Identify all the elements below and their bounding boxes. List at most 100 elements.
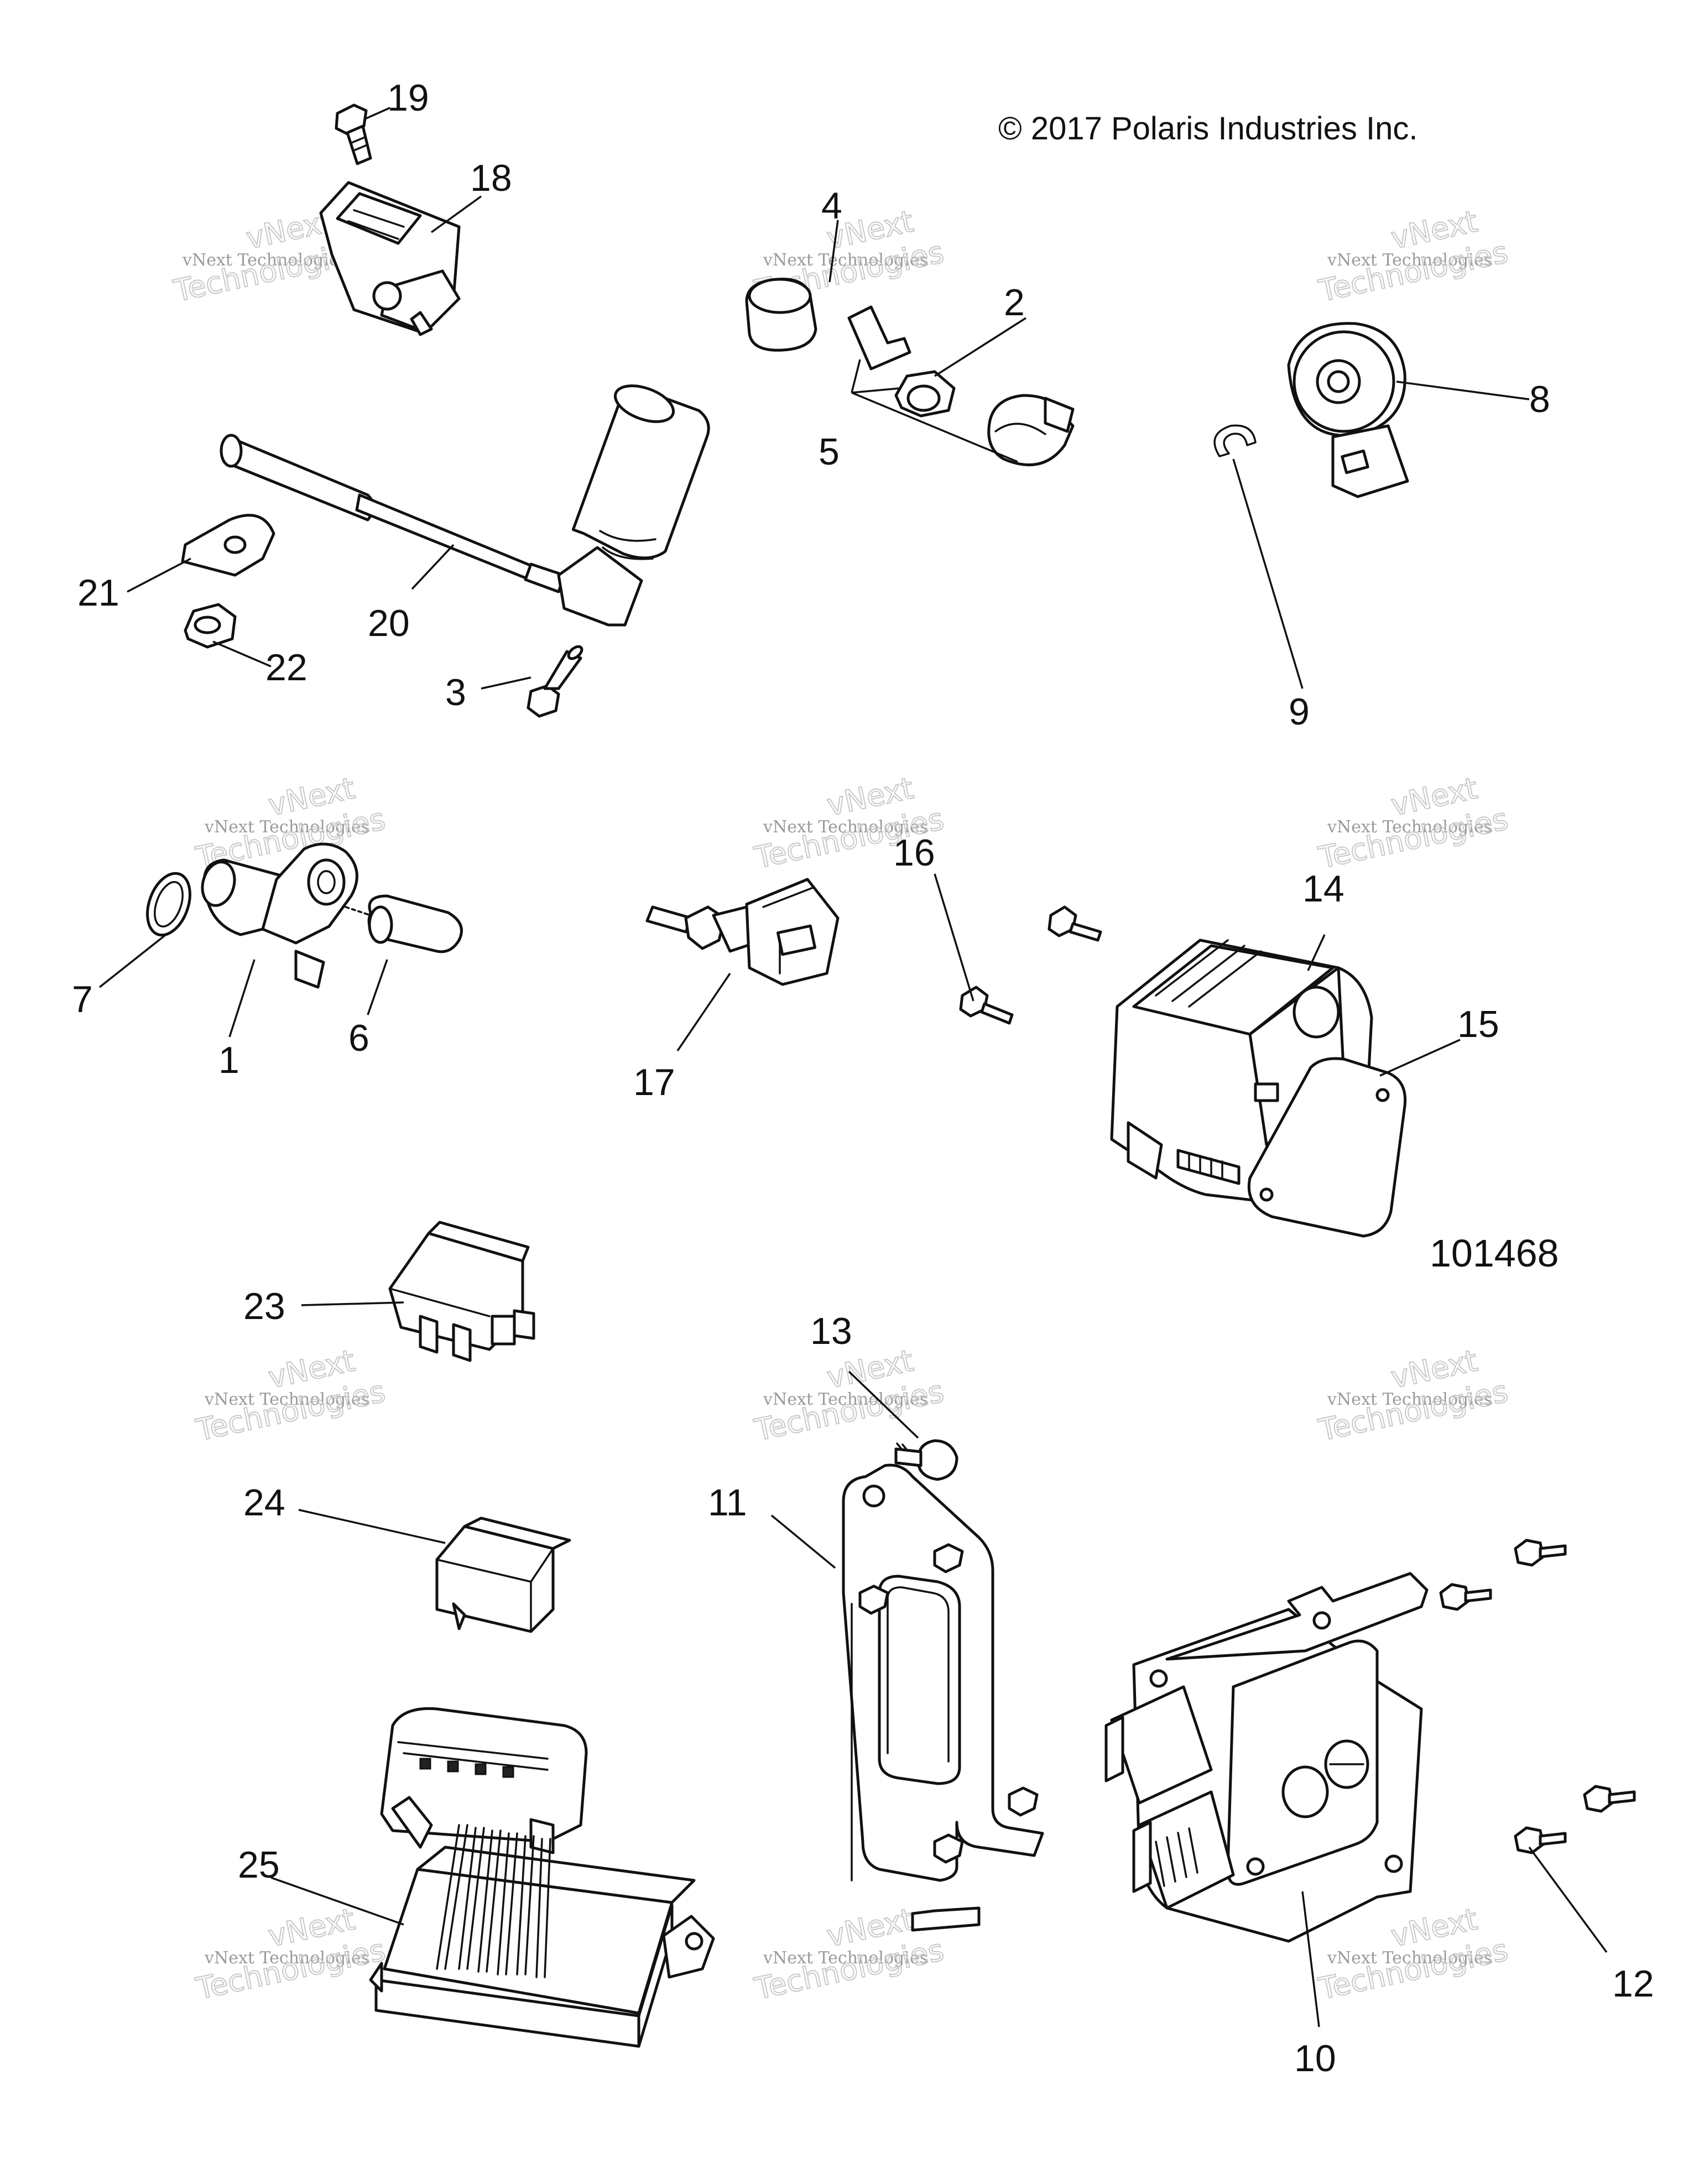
svg-text:vNext Technologies: vNext Technologies — [1327, 1390, 1492, 1409]
svg-text:vNext Technologies: vNext Technologies — [204, 1390, 369, 1409]
leader-22 — [212, 640, 272, 668]
part-12-screw-c[interactable] — [1583, 1785, 1636, 1813]
part-13-push-rivet[interactable] — [894, 1439, 958, 1481]
leader-11 — [770, 1514, 836, 1569]
leader-23 — [301, 1301, 404, 1306]
leader-15 — [1379, 1039, 1461, 1077]
part-1-cam-sensor[interactable] — [198, 842, 358, 989]
callout-25[interactable]: 25 — [238, 1844, 280, 1886]
svg-text:vNext Technologies: vNext Technologies — [1327, 251, 1492, 270]
watermark-12: vNext vNext Technologies Technologies — [1315, 1901, 1512, 2007]
callout-17[interactable]: 17 — [633, 1061, 675, 1103]
callout-1[interactable]: 1 — [218, 1039, 239, 1081]
leader-10 — [1301, 1891, 1320, 2027]
part-24-cover[interactable] — [435, 1516, 571, 1633]
part-7-o-ring[interactable] — [139, 868, 197, 941]
callout-23[interactable]: 23 — [243, 1285, 285, 1327]
callout-24[interactable]: 24 — [243, 1482, 285, 1524]
part-22-nut[interactable] — [184, 603, 237, 649]
svg-text:vNext Technologies: vNext Technologies — [182, 251, 347, 270]
part-8-knock-sensor[interactable] — [1287, 322, 1409, 498]
callout-16[interactable]: 16 — [893, 832, 935, 874]
callout-8[interactable]: 8 — [1529, 378, 1550, 420]
part-12-screw-b[interactable] — [1439, 1583, 1492, 1611]
part-20-speed-sensor[interactable] — [220, 379, 715, 627]
part-16-screw-b[interactable] — [1047, 905, 1102, 942]
callout-4[interactable]: 4 — [821, 185, 842, 227]
leader-17 — [676, 973, 731, 1051]
leader-20 — [411, 544, 455, 590]
leader-3 — [481, 676, 531, 690]
part-12-screw-a[interactable] — [1514, 1539, 1567, 1567]
callout-12[interactable]: 12 — [1612, 1963, 1654, 2005]
svg-text:vNext Technologies: vNext Technologies — [763, 817, 928, 837]
part-17-temp-sensor[interactable] — [645, 878, 840, 986]
leader-12 — [1528, 1846, 1608, 1953]
callout-9[interactable]: 9 — [1289, 691, 1310, 733]
part-12-screw-d[interactable] — [1514, 1826, 1567, 1854]
part-11-bracket[interactable] — [842, 1463, 1044, 1932]
part-18-map-sensor[interactable] — [319, 181, 461, 336]
callout-21[interactable]: 21 — [77, 572, 119, 614]
leader-21 — [127, 557, 191, 593]
watermark-2: vNext vNext Technologies Technologies — [751, 203, 947, 309]
part-5-sensor-kit[interactable] — [847, 305, 1075, 467]
watermark-8: vNext vNext Technologies Technologies — [751, 1342, 947, 1448]
callout-13[interactable]: 13 — [810, 1310, 852, 1352]
diagram-number: 101468 — [1430, 1232, 1559, 1275]
part-4-sleeve[interactable] — [745, 278, 817, 352]
svg-text:vNext Technologies: vNext Technologies — [763, 1390, 928, 1409]
leader-14 — [1307, 934, 1326, 971]
leader-18 — [430, 195, 482, 233]
svg-text:vNext Technologies: vNext Technologies — [204, 1948, 369, 1968]
leader-2 — [934, 317, 1026, 377]
callout-5[interactable]: 5 — [819, 431, 840, 473]
leader-13 — [848, 1370, 919, 1439]
part-21-clamp[interactable] — [181, 514, 275, 577]
callout-20[interactable]: 20 — [368, 602, 410, 644]
part-2-nut[interactable] — [894, 370, 956, 418]
watermark-10: vNext vNext Technologies Technologies — [192, 1901, 389, 2007]
part-6-spacer[interactable] — [367, 894, 463, 953]
callout-18[interactable]: 18 — [470, 157, 512, 199]
svg-text:vNext Technologies: vNext Technologies — [763, 1948, 928, 1968]
watermark-6: vNext vNext Technologies Technologies — [1315, 770, 1512, 876]
part-19-bolt[interactable] — [335, 103, 372, 165]
leader-6 — [367, 959, 388, 1015]
callout-22[interactable]: 22 — [265, 647, 308, 689]
leader-16 — [934, 873, 974, 1002]
callout-14[interactable]: 14 — [1302, 868, 1344, 910]
watermark-7: vNext vNext Technologies Technologies — [192, 1342, 389, 1448]
leader-9 — [1232, 458, 1304, 689]
callout-2[interactable]: 2 — [1004, 282, 1025, 324]
leader-19 — [364, 107, 390, 120]
part-23-relay[interactable] — [388, 1221, 535, 1362]
part-3-bolt[interactable] — [527, 644, 584, 718]
assembly-line-1-6 — [345, 906, 372, 916]
callout-15[interactable]: 15 — [1457, 1003, 1499, 1045]
leader-25 — [270, 1877, 404, 1926]
callout-7[interactable]: 7 — [72, 978, 93, 1020]
svg-text:vNext Technologies: vNext Technologies — [763, 251, 928, 270]
leader-8 — [1396, 380, 1530, 400]
leader-4 — [828, 220, 839, 283]
watermark-3: vNext vNext Technologies Technologies — [1315, 203, 1512, 309]
part-25-regulator[interactable] — [369, 1707, 715, 2048]
callout-6[interactable]: 6 — [348, 1017, 369, 1059]
callout-3[interactable]: 3 — [445, 671, 466, 713]
part-10-ecu[interactable] — [1104, 1572, 1429, 1943]
part-16-screw-a[interactable] — [959, 986, 1014, 1025]
callout-10[interactable]: 10 — [1294, 2037, 1336, 2079]
part-9-e-clip[interactable] — [1213, 424, 1257, 457]
leader-7 — [98, 934, 167, 988]
leader-1 — [228, 959, 256, 1038]
watermark-9: vNext vNext Technologies Technologies — [1315, 1342, 1512, 1448]
part-15-gasket[interactable] — [1247, 1057, 1407, 1238]
callout-11[interactable]: 11 — [708, 1482, 747, 1524]
svg-text:vNext Technologies: vNext Technologies — [1327, 817, 1492, 837]
callout-19[interactable]: 19 — [387, 77, 429, 119]
svg-text:vNext Technologies: vNext Technologies — [204, 817, 369, 837]
copyright-notice: © 2017 Polaris Industries Inc. — [998, 111, 1417, 147]
svg-text:vNext Technologies: vNext Technologies — [1327, 1948, 1492, 1968]
